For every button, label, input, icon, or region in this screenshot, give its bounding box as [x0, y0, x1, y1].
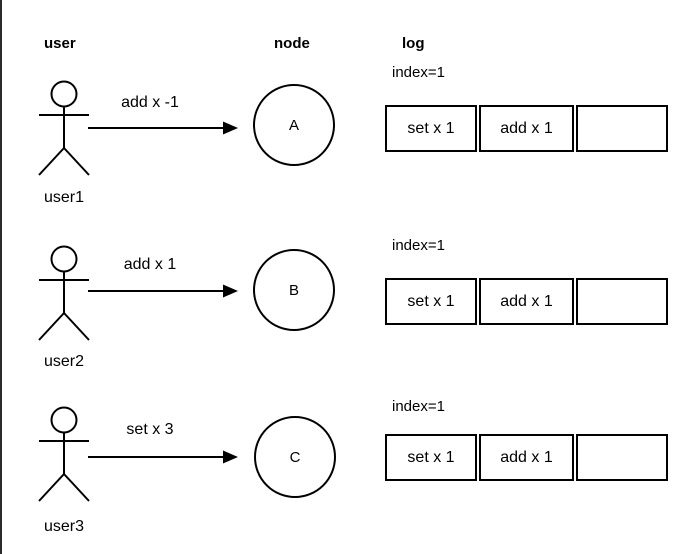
log-cell-empty	[576, 278, 668, 325]
log-cell-empty	[576, 105, 668, 152]
stick-figure-icon	[34, 80, 94, 176]
node-circle: C	[254, 416, 336, 498]
column-header-user: user	[44, 35, 76, 52]
right-arrow-icon	[88, 283, 238, 299]
log-table: set x 1 add x 1	[385, 434, 668, 481]
message-label: set x 3	[126, 421, 174, 438]
log-cell-empty	[576, 434, 668, 481]
node-label: A	[288, 116, 299, 134]
log-cell: set x 1	[385, 434, 477, 481]
stick-figure-icon	[34, 406, 94, 502]
log-cell: add x 1	[479, 434, 574, 481]
stick-figure-icon	[34, 245, 94, 341]
column-header-log: log	[402, 35, 425, 52]
node-circle: B	[253, 249, 335, 331]
column-header-node: node	[274, 35, 310, 52]
log-index-label: index=1	[392, 398, 445, 415]
right-arrow-icon	[88, 120, 238, 136]
log-cell: set x 1	[385, 105, 477, 152]
log-cell: add x 1	[479, 105, 574, 152]
right-arrow-icon	[88, 449, 238, 465]
message-label: add x 1	[123, 256, 177, 273]
log-index-label: index=1	[392, 237, 445, 254]
log-table: set x 1 add x 1	[385, 278, 668, 325]
node-label: B	[288, 281, 299, 299]
log-index-label: index=1	[392, 64, 445, 81]
node-label: C	[289, 448, 301, 466]
actor-label: user2	[43, 353, 85, 370]
message-label: add x -1	[121, 94, 179, 111]
log-table: set x 1 add x 1	[385, 105, 668, 152]
actor-label: user3	[43, 518, 85, 535]
log-cell: add x 1	[479, 278, 574, 325]
node-circle: A	[253, 84, 335, 166]
actor-label: user1	[43, 189, 85, 206]
log-cell: set x 1	[385, 278, 477, 325]
